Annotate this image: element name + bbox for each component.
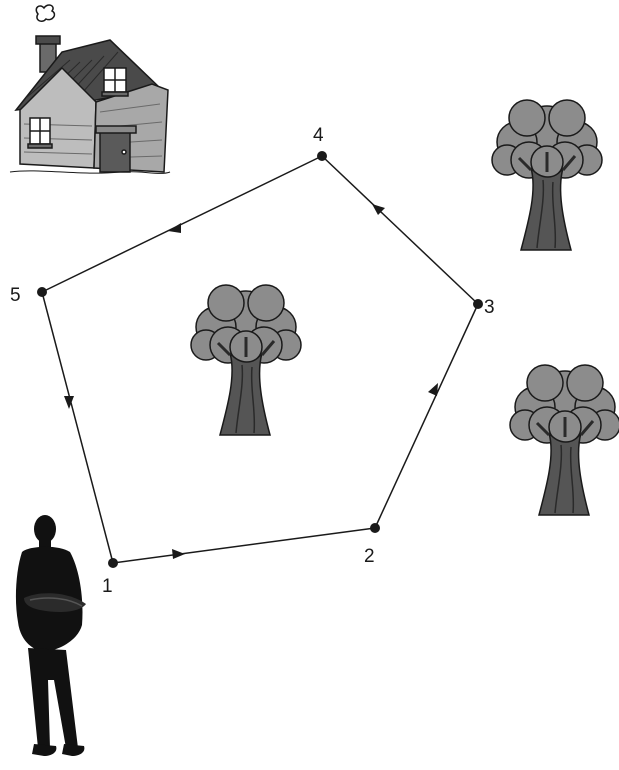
point-3-marker	[473, 299, 483, 309]
arrow-3-4	[372, 204, 385, 215]
tree-icon-bottom-right	[508, 363, 619, 517]
segment-3-4	[321, 155, 479, 305]
point-5-label: 5	[10, 285, 21, 306]
point-5-marker	[37, 287, 47, 297]
arrow-1-2	[172, 549, 185, 559]
segment-5-1	[41, 291, 114, 564]
point-2-marker	[370, 523, 380, 533]
segment-2-3	[374, 303, 479, 529]
point-2-label: 2	[364, 546, 375, 567]
traverse-path	[41, 155, 479, 564]
person-icon	[15, 515, 86, 756]
house-icon	[9, 4, 171, 174]
segment-1-2	[112, 527, 376, 564]
arrow-5-1	[64, 396, 74, 409]
tree-icon-center	[189, 283, 303, 437]
point-1-label: 1	[102, 576, 113, 597]
point-3-label: 3	[484, 297, 495, 318]
arrow-4-5	[168, 223, 181, 233]
tree-icon-top-right	[490, 98, 604, 252]
segment-4-5	[41, 155, 323, 293]
point-4-marker	[317, 151, 327, 161]
point-1-marker	[108, 558, 118, 568]
arrow-2-3	[428, 383, 438, 396]
point-4-label: 4	[313, 125, 324, 146]
